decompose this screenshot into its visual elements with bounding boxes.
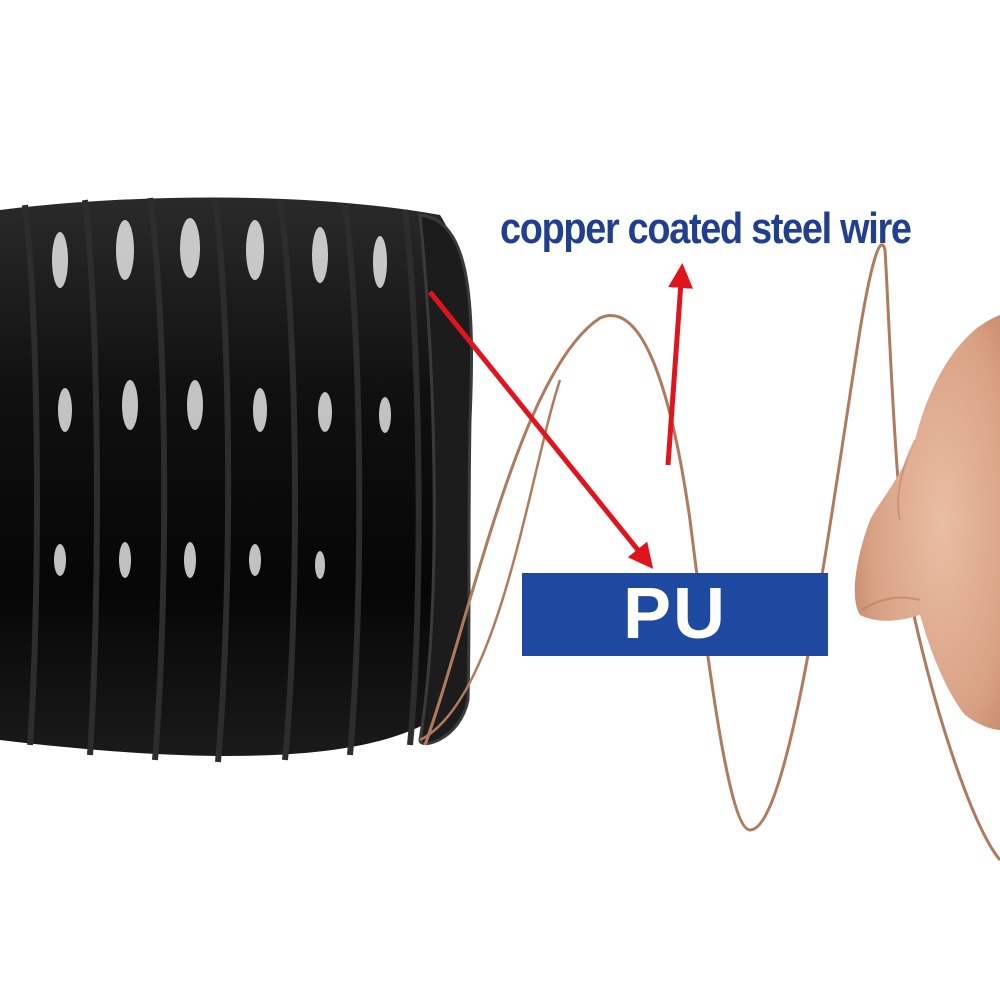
black-hose <box>0 197 474 763</box>
hose-open-end <box>418 213 474 746</box>
hand <box>854 315 1000 730</box>
arrow-to-wire-label <box>665 263 694 466</box>
pu-label: PU <box>622 574 728 654</box>
arrow-to-pu <box>428 290 654 569</box>
pu-badge <box>522 573 828 656</box>
hose-ribs <box>22 197 422 763</box>
hose-highlights <box>52 218 391 579</box>
pu-badge-container: PU <box>522 573 828 656</box>
wire-label: copper coated steel wire <box>500 204 912 253</box>
